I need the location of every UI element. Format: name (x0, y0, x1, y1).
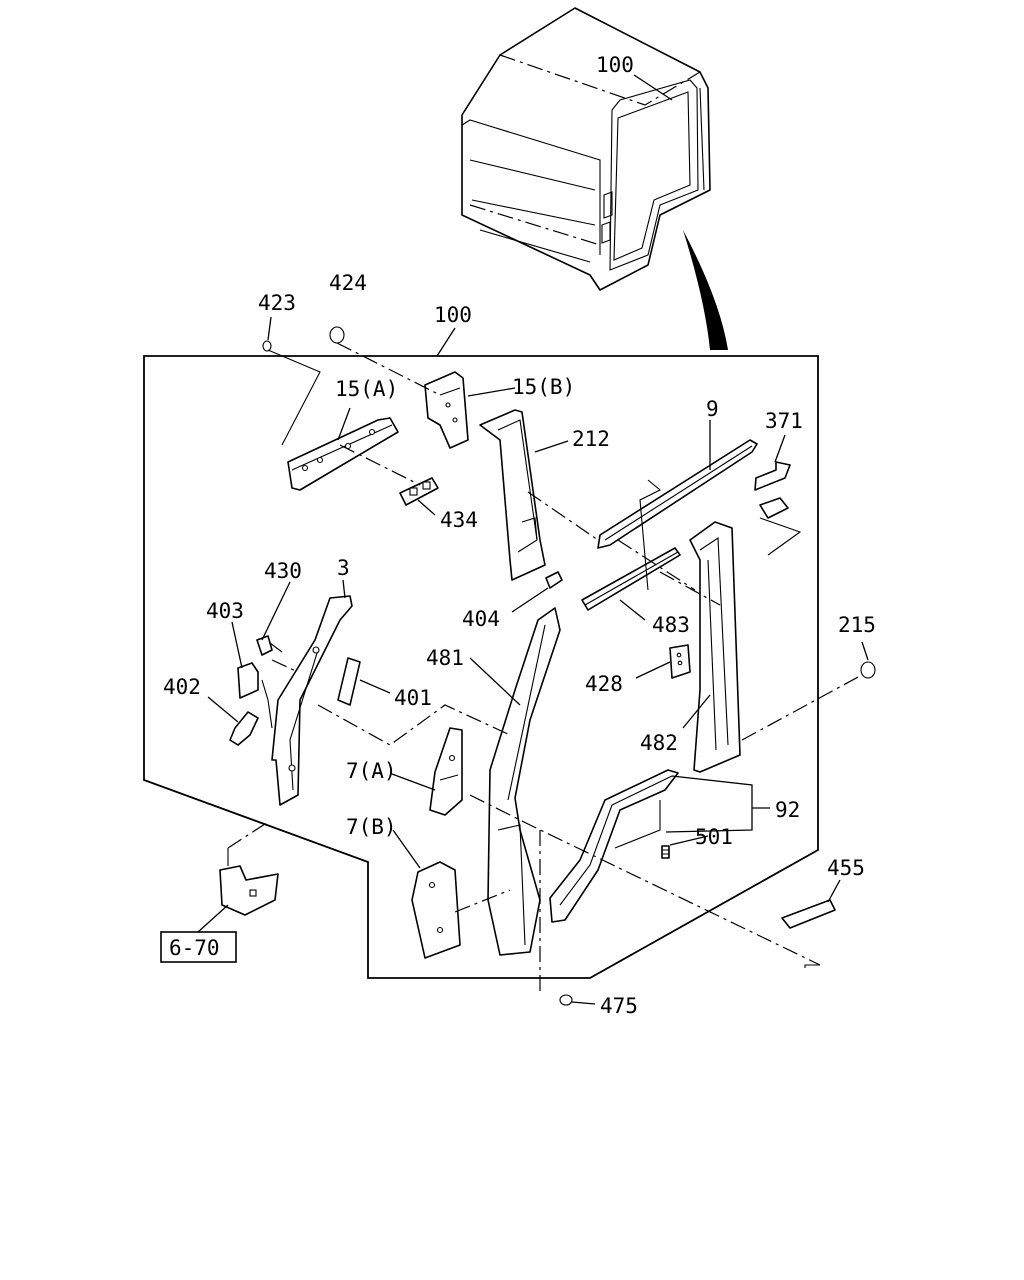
callout-labels: 100 100 423 424 15(A) 15(B) 212 9 371 43… (163, 53, 876, 1018)
reference-6-70-label: 6-70 (169, 936, 220, 960)
part-371-bracket (754, 461, 791, 519)
part-403-clamp (237, 662, 259, 699)
callout-483: 483 (652, 613, 690, 637)
part-434-plate (399, 477, 439, 506)
callout-371: 371 (765, 409, 803, 433)
part-92-sill (549, 769, 679, 923)
callout-92: 92 (775, 798, 800, 822)
callout-215: 215 (838, 613, 876, 637)
callout-434: 434 (440, 508, 478, 532)
callout-402: 402 (163, 675, 201, 699)
callout-212: 212 (572, 427, 610, 451)
assembly-frame (143, 355, 819, 979)
part-455-label (781, 899, 836, 929)
callout-423: 423 (258, 291, 296, 315)
part-15b-bracket (424, 371, 469, 449)
callout-401: 401 (394, 686, 432, 710)
callout-482: 482 (640, 731, 678, 755)
callout-404: 404 (462, 607, 500, 631)
callout-430: 430 (264, 559, 302, 583)
part-404-clip (545, 571, 563, 589)
callout-7a: 7(A) (346, 759, 397, 783)
leader-lines (197, 74, 869, 1005)
part-7a-hinge (429, 727, 463, 816)
callout-403: 403 (206, 599, 244, 623)
callout-7b: 7(B) (346, 815, 397, 839)
part-401-link (337, 657, 361, 706)
part-212-pillar-cover (479, 409, 546, 581)
part-424-grommet (329, 326, 345, 344)
part-402-loop (229, 711, 259, 746)
alignment-lines (227, 342, 861, 992)
callout-455: 455 (827, 856, 865, 880)
callout-15a: 15(A) (335, 377, 398, 401)
part-15a-rail (287, 417, 399, 491)
part-501-screw (661, 845, 670, 859)
reference-box-6-70[interactable]: 6-70 (160, 931, 237, 963)
part-215-nut (860, 661, 876, 679)
callout-501: 501 (695, 825, 733, 849)
callout-9: 9 (706, 397, 719, 421)
part-6-70-bracket (219, 865, 279, 916)
callout-15b: 15(B) (512, 375, 575, 399)
callout-100-assembly: 100 (434, 303, 472, 327)
cab-overview (461, 7, 728, 350)
part-7b-hinge (411, 861, 461, 959)
part-475-grommet (559, 994, 573, 1006)
callout-481: 481 (426, 646, 464, 670)
part-9-rail (597, 439, 758, 549)
part-482-pillar (689, 521, 741, 773)
callout-100-cab: 100 (596, 53, 634, 77)
callout-475: 475 (600, 994, 638, 1018)
part-430-bolt (256, 635, 283, 656)
callout-3: 3 (337, 556, 350, 580)
callout-428: 428 (585, 672, 623, 696)
part-3-pillar (271, 595, 353, 806)
part-483-rail (581, 547, 681, 611)
callout-424: 424 (329, 271, 367, 295)
part-423-clip (262, 340, 272, 352)
part-428-plate (669, 644, 691, 679)
part-481-pillar (487, 607, 561, 956)
